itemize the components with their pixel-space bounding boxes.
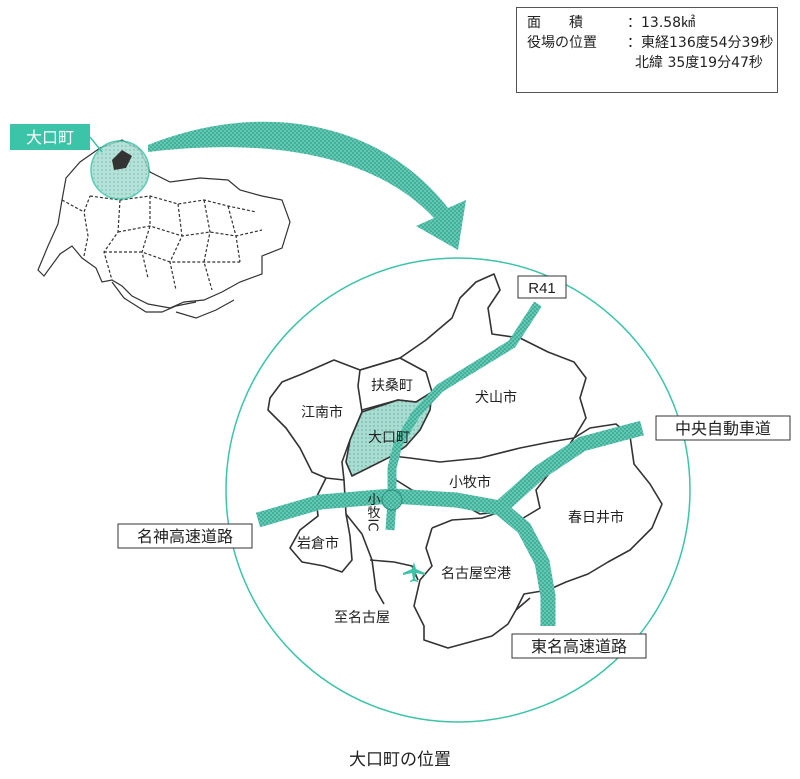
place-label-konan: 江南市 <box>301 404 343 421</box>
place-label-iwakura: 岩倉市 <box>297 535 339 552</box>
road-label-r41: R41 <box>517 275 567 299</box>
road-label-meishin: 名神高速道路 <box>117 523 253 549</box>
detail-map-circle <box>225 257 691 723</box>
komaki-junction-marker <box>381 489 403 511</box>
oguchi-highlight-circle <box>90 140 150 200</box>
info-latitude-row: 北緯 35度19分47秒 <box>527 53 777 73</box>
prefecture-overview-map <box>37 139 291 319</box>
place-label-kasugai: 春日井市 <box>568 509 624 526</box>
info-area-value: ：13.58㎢ <box>627 15 696 31</box>
place-label-komaki-ic: 小牧IC <box>365 493 381 532</box>
svg-text:R41: R41 <box>528 280 556 297</box>
place-label-inuyama: 犬山市 <box>475 389 517 406</box>
curved-arrow <box>148 121 466 251</box>
info-office-label: 役場の位置 <box>527 35 597 51</box>
locator-label: 大口町 <box>10 124 90 150</box>
road-label-tomei: 東名高速道路 <box>511 633 647 659</box>
svg-text:大口町: 大口町 <box>26 128 74 147</box>
info-latitude: 北緯 35度19分47秒 <box>635 55 763 71</box>
locator-leader-line <box>89 136 103 153</box>
place-label-fuso: 扶桑町 <box>371 378 413 394</box>
tomei-expressway <box>495 502 556 626</box>
place-label-komaki: 小牧市 <box>449 474 491 491</box>
chuo-expressway <box>494 420 644 514</box>
svg-text:中央自動車道: 中央自動車道 <box>675 419 771 438</box>
airplane-icon <box>403 562 425 582</box>
oguchi-town-area <box>345 390 433 478</box>
info-longitude: ：東経136度54分39秒 <box>627 35 774 51</box>
place-label-oguchi: 大口町 <box>368 430 410 446</box>
place-label-nagoya: 至名古屋 <box>334 610 390 626</box>
info-office-row: 役場の位置 ：東経136度54分39秒 <box>527 33 777 53</box>
road-label-chuo: 中央自動車道 <box>655 415 791 441</box>
info-area-label: 面 積 <box>527 15 583 31</box>
place-label-airport: 名古屋空港 <box>441 566 511 582</box>
info-box: 面 積 ：13.58㎢ 役場の位置 ：東経136度54分39秒 北緯 35度19… <box>516 7 778 93</box>
map-caption: 大口町の位置 <box>349 750 451 770</box>
svg-text:名神高速道路: 名神高速道路 <box>137 527 233 546</box>
svg-text:東名高速道路: 東名高速道路 <box>531 637 627 656</box>
info-area-row: 面 積 ：13.58㎢ <box>527 13 777 33</box>
municipal-boundaries <box>267 273 663 649</box>
